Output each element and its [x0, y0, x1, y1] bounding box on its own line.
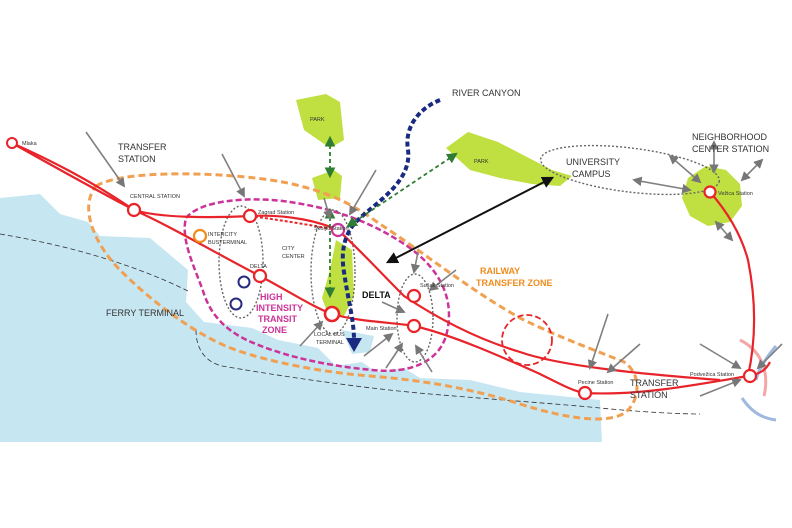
- ferry-stop-1[interactable]: [237, 275, 251, 289]
- skoljic-label: Školjić Station: [314, 225, 349, 232]
- park-east: [446, 132, 572, 186]
- university-zone: [539, 144, 721, 196]
- ferry-stop-2[interactable]: [229, 297, 243, 311]
- pecine-label: Pecine Station: [578, 380, 613, 386]
- hitz-label-1: HIGH: [260, 292, 283, 302]
- main-station-label: Main Station: [366, 326, 397, 332]
- transfer-station-label-1a: TRANSFER: [118, 142, 167, 152]
- station-vezica[interactable]: [703, 185, 717, 199]
- pedestrian-arrows: [85, 131, 783, 397]
- intercity-label-a: INTERCITY: [208, 232, 237, 238]
- rail-line-vezica: [709, 191, 756, 377]
- city-center-label-a: CITY: [282, 246, 295, 252]
- station-local-bus-terminal[interactable]: [323, 305, 341, 323]
- delta-label: DELTA: [362, 290, 391, 300]
- central-station-label: CENTRAL STATION: [130, 194, 180, 200]
- park-label-1: PARK: [310, 117, 325, 123]
- mlaka-label: Mlaka: [22, 141, 38, 147]
- station-main[interactable]: [406, 318, 422, 334]
- park-label-2: PARK: [474, 159, 489, 165]
- coast-dash-1: [0, 233, 191, 293]
- university-link-arrow: [385, 176, 555, 264]
- transfer-station-label-2a: TRANSFER: [630, 378, 679, 388]
- hitz-label-3: TRANSIT: [258, 314, 297, 324]
- station-intercity-bus-terminal[interactable]: [192, 228, 208, 244]
- podvezica-label: Podvežica Station: [690, 372, 734, 378]
- river-canyon-label: RIVER CANYON: [452, 88, 521, 98]
- station-susak[interactable]: [406, 288, 422, 304]
- delta-small-label: DELTA: [250, 264, 267, 270]
- hitz-label-4: ZONE: [262, 325, 287, 335]
- neighborhood-label-b: CENTER STATION: [692, 144, 769, 154]
- ferry-terminal-label: FERRY TERMINAL: [106, 308, 184, 318]
- susak-label: Sušak Station: [420, 283, 454, 289]
- university-label-a: UNIVERSITY: [566, 157, 620, 167]
- neighborhood-label-a: NEIGHBORHOOD: [692, 132, 768, 142]
- station-podvezica[interactable]: [742, 368, 758, 384]
- podvezica-arc-blue: [740, 397, 777, 422]
- transfer-station-label-2b: STATION: [630, 390, 668, 400]
- station-delta[interactable]: [252, 268, 268, 284]
- zagrad-label: Zagrad Station: [258, 210, 294, 216]
- river-canyon-arrowhead: [346, 338, 362, 352]
- susak-zone: [396, 273, 434, 363]
- future-station-area: [501, 314, 553, 366]
- high-intensity-transit-zone: [183, 198, 451, 372]
- university-label-b: CAMPUS: [572, 169, 611, 179]
- railway-zone-label-a: RAILWAY: [480, 266, 520, 276]
- river-canyon-path: [340, 98, 441, 341]
- railway-zone-label-b: TRANSFER ZONE: [476, 278, 553, 288]
- sea: [0, 194, 602, 442]
- station-pecine[interactable]: [577, 385, 593, 401]
- intercity-label-b: BUSTERMINAL: [208, 240, 247, 246]
- station-central[interactable]: [126, 202, 142, 218]
- station-mlaka[interactable]: [6, 137, 18, 149]
- city-center-label-b: CENTER: [282, 254, 305, 260]
- park-north: [296, 94, 344, 148]
- vezica-label: Vežica Station: [718, 191, 753, 197]
- park-delta: [322, 240, 354, 320]
- hitz-label-2: INTENSITY: [256, 303, 303, 313]
- station-zagrad[interactable]: [242, 208, 258, 224]
- local-bus-label-2: TERMINAL: [316, 340, 344, 346]
- station-skoljic[interactable]: [330, 222, 346, 238]
- transfer-station-label-1b: STATION: [118, 154, 156, 164]
- local-bus-label-1: LOCAL BUS: [314, 332, 345, 338]
- delta-zone: [218, 205, 264, 319]
